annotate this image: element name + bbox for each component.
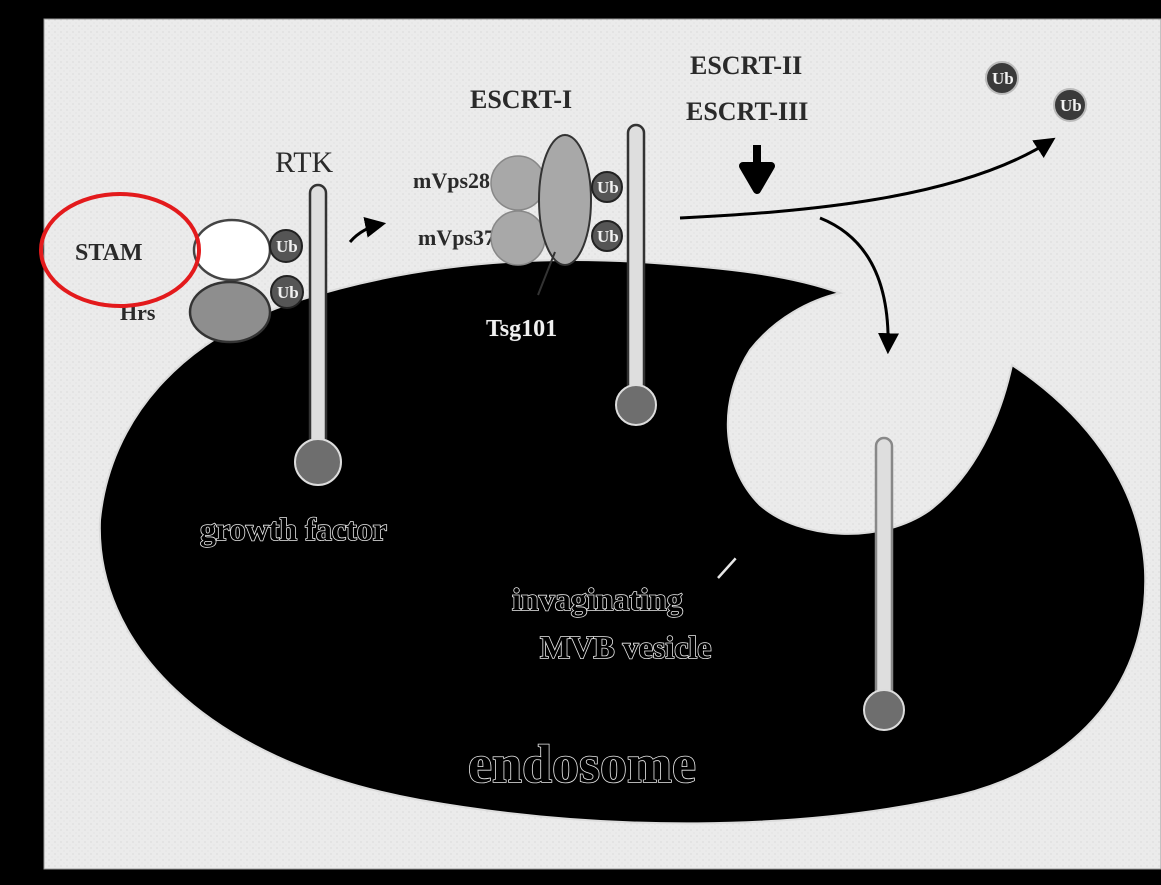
svg-text:Ub: Ub <box>277 283 299 302</box>
svg-text:Ub: Ub <box>1060 96 1082 115</box>
receptor-escrt-i <box>628 125 644 395</box>
mvb-vesicle-label: MVB vesicle <box>540 629 712 665</box>
stam-protein <box>194 220 270 280</box>
mvps28-protein <box>491 156 545 210</box>
released-ub-2: Ub <box>1054 89 1086 121</box>
tsg101-protein <box>539 135 591 265</box>
mvps37-protein <box>491 211 545 265</box>
receptor-internalized <box>876 438 892 700</box>
svg-text:Ub: Ub <box>597 178 619 197</box>
stam-label: STAM <box>75 240 143 266</box>
invaginating-label: invaginating <box>512 581 683 617</box>
ub-tag-escrt-2: Ub <box>592 221 622 251</box>
ligand-internalized <box>864 690 904 730</box>
endosome-label: endosome <box>468 734 696 794</box>
rtk-label: RTK <box>275 146 334 179</box>
escrt-iii-label: ESCRT-III <box>686 97 808 126</box>
svg-text:Ub: Ub <box>597 227 619 246</box>
ub-tag-escrt-1: Ub <box>592 172 622 202</box>
svg-text:Ub: Ub <box>276 237 298 256</box>
mvps28-label: mVps28 <box>413 168 490 193</box>
rtk-receptor <box>310 185 326 455</box>
tsg101-label: Tsg101 <box>486 316 557 342</box>
released-ub-1: Ub <box>986 62 1018 94</box>
svg-text:Ub: Ub <box>992 69 1014 88</box>
ub-tag-stam: Ub <box>270 230 302 262</box>
escrt-i-label: ESCRT-I <box>470 85 572 114</box>
growth-factor-ligand <box>295 439 341 485</box>
mvps37-label: mVps37 <box>418 225 495 250</box>
ub-tag-hrs: Ub <box>271 276 303 308</box>
ligand-escrt-i <box>616 385 656 425</box>
escrt-ii-label: ESCRT-II <box>690 51 802 80</box>
growth-factor-label: growth factor <box>200 511 387 547</box>
hrs-protein <box>190 282 270 342</box>
